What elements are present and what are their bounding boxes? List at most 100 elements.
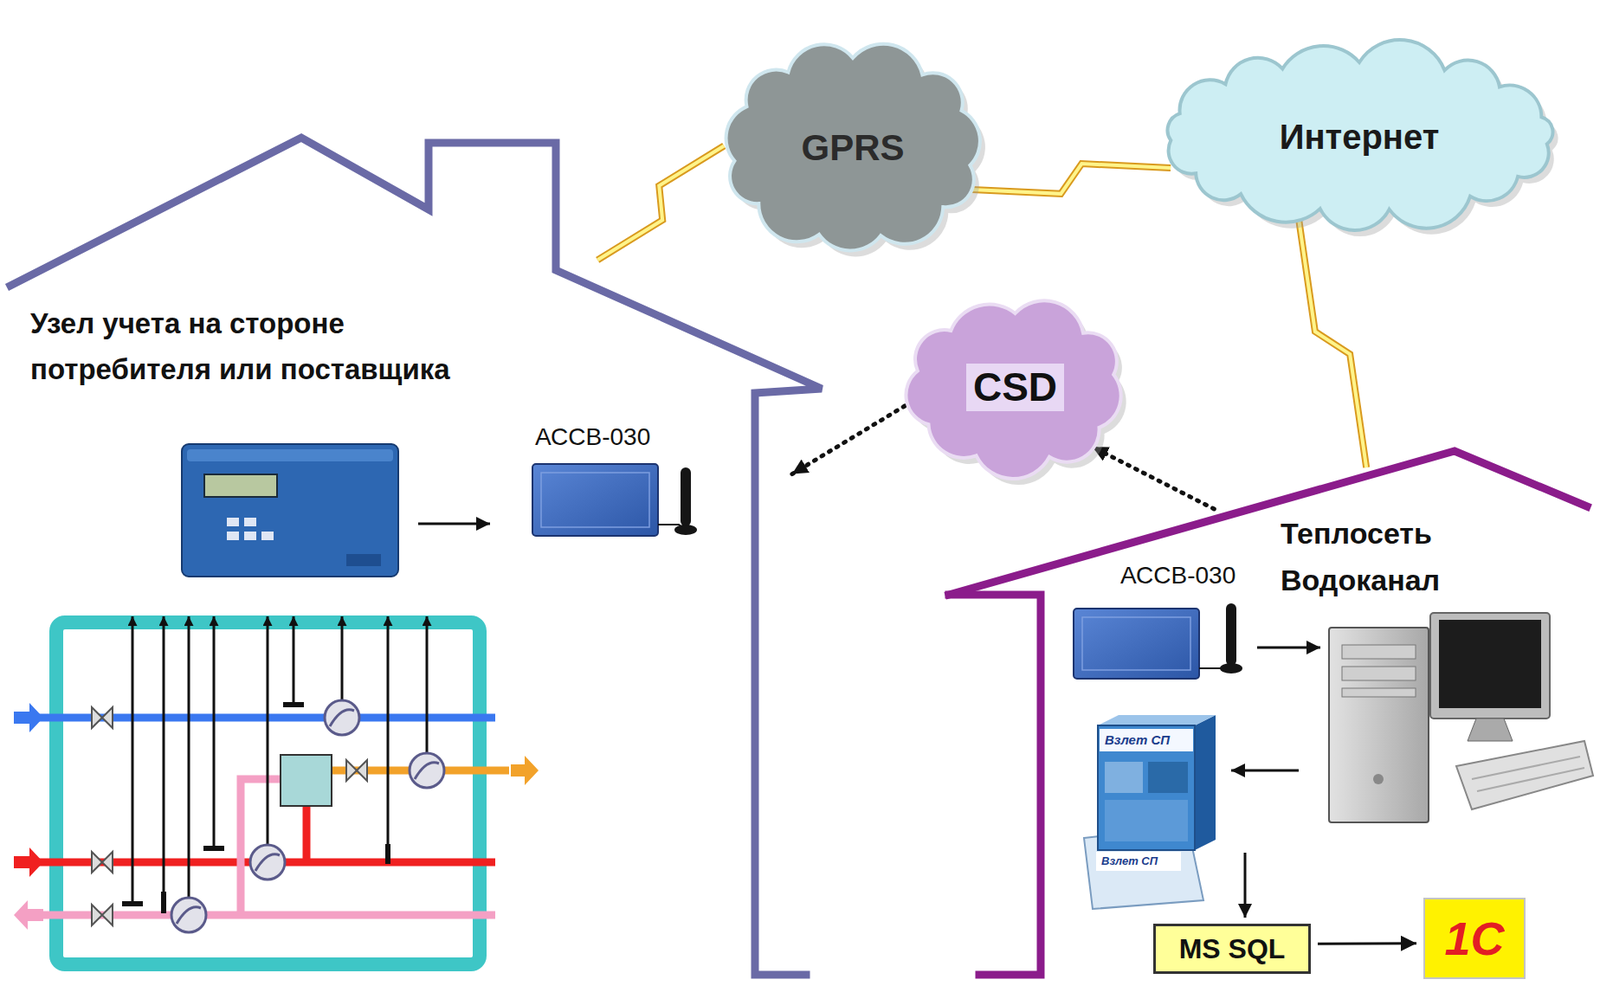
valve-symbol [91,707,113,729]
valve-symbol [91,904,113,926]
data-arrow [418,522,491,526]
device-label: АССВ-030 [535,422,651,452]
modem-device [1082,617,1191,671]
data-arrow [1257,646,1321,650]
building-outline: Узел учета на стороне потребителя или по… [0,129,832,986]
antenna [1225,603,1237,666]
flow-arrows [13,900,44,930]
cloud-label: CSD [966,363,1065,412]
sensor-lines [341,616,344,701]
data-arrow [1317,942,1417,944]
flow-arrows [510,755,539,786]
flowmeter-symbol [250,845,285,880]
data-arrow [1092,446,1214,510]
house-outline [0,129,832,986]
heat-meter [346,554,381,567]
radio-link [972,163,1171,194]
heat-meter [226,531,239,541]
flowmeter-symbol [171,700,445,933]
sensor-lines [283,702,304,708]
radio-link [597,145,724,260]
sensor-lines [203,845,225,852]
computer [1467,718,1513,742]
software-box [1099,729,1194,752]
network-cloud: GPRS [714,38,992,258]
database-box: MS SQL [1153,923,1311,975]
device-label: АССВ-030 [1120,561,1236,591]
antenna [674,524,697,536]
software-box [1097,725,1195,851]
pipes [20,717,510,916]
software-box [1104,800,1188,842]
modem-device [1073,608,1200,679]
building-outline: Теплосеть ВодоканалАССВ-030 MS SQL 1С [943,445,1600,986]
data-arrow [1231,769,1299,773]
product-name: Взлет СП [1104,732,1170,748]
house-outline [10,137,822,975]
modem-device: АССВ-030 [529,422,704,542]
heat-meter [244,531,257,541]
flowmeter-symbol [329,709,355,727]
computer [1329,627,1429,823]
radio-link [1298,218,1367,468]
heat-meter [181,444,399,577]
modem-device [541,472,650,528]
modem-device [532,464,1200,679]
radio-link [597,145,724,260]
sensor-lines [131,616,135,904]
sensor-lines [162,616,166,914]
sensor-lines [122,616,427,914]
sensor-lines [187,616,191,898]
computer [1341,666,1416,681]
radio-link [972,163,1171,194]
building-heading: Узел учета на стороне потребителя или по… [30,301,498,394]
house-outline [948,594,1041,975]
cloud-outline [726,44,981,252]
modem-device [532,464,659,536]
modem-device: АССВ-030 [1070,561,1252,683]
flowmeter-symbol [255,854,280,871]
antenna [1219,663,1243,674]
flowmeter-symbol [176,907,201,924]
data-arrow [792,406,905,475]
valve-symbol [346,760,368,781]
sensor-lines [122,901,143,907]
heat-meter [204,474,278,497]
flow-arrows [13,847,44,878]
flowmeter-symbol [171,897,207,933]
data-arrow [1231,647,1321,918]
logo-text: 1С [1444,910,1504,968]
sensor-lines [161,891,167,914]
software-box [1097,715,1216,726]
computer [1471,756,1585,792]
heat-meter [187,449,394,462]
software-box [1104,761,1143,794]
software-box [1194,715,1216,851]
sensor-lines [266,616,270,846]
building-heading: Теплосеть Водоканал [1280,509,1440,605]
logo-box: 1С [1423,897,1526,980]
sensor-lines [385,844,391,865]
data-arrow [792,406,905,475]
sensor-lines [425,616,429,754]
computer [1341,688,1416,697]
computer [1430,612,1550,719]
computer [1341,645,1416,659]
computer [1373,774,1384,785]
software-box [1083,715,1216,910]
flow-arrows [13,703,539,930]
computer [1438,619,1542,709]
radio-link [972,163,1171,194]
cloud-outline [905,300,1121,479]
software-box [1096,851,1181,871]
data-arrow [418,522,491,526]
heat-meter [181,444,399,577]
sensor-lines [387,616,390,865]
heat-meter [261,531,274,541]
radio-link [1298,218,1367,468]
cloud-label: GPRS [800,126,904,170]
cloud-outline [1167,39,1554,231]
software-box [1148,761,1188,794]
